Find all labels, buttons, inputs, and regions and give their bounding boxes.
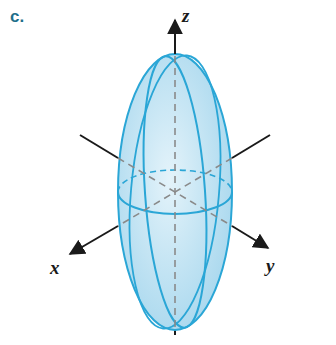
y-axis-hidden — [118, 158, 232, 226]
x-axis — [70, 226, 118, 254]
axis-label: x — [50, 258, 60, 277]
y-axis — [232, 226, 268, 248]
x-axis-hidden — [118, 158, 232, 226]
axis-label: y — [266, 256, 274, 275]
ellipsoid-surface — [118, 54, 232, 330]
axis-label: z — [182, 6, 189, 25]
z-axis — [174, 20, 176, 54]
y-axis — [80, 135, 118, 158]
part-letter: c. — [10, 8, 24, 25]
x-axis — [232, 135, 270, 158]
